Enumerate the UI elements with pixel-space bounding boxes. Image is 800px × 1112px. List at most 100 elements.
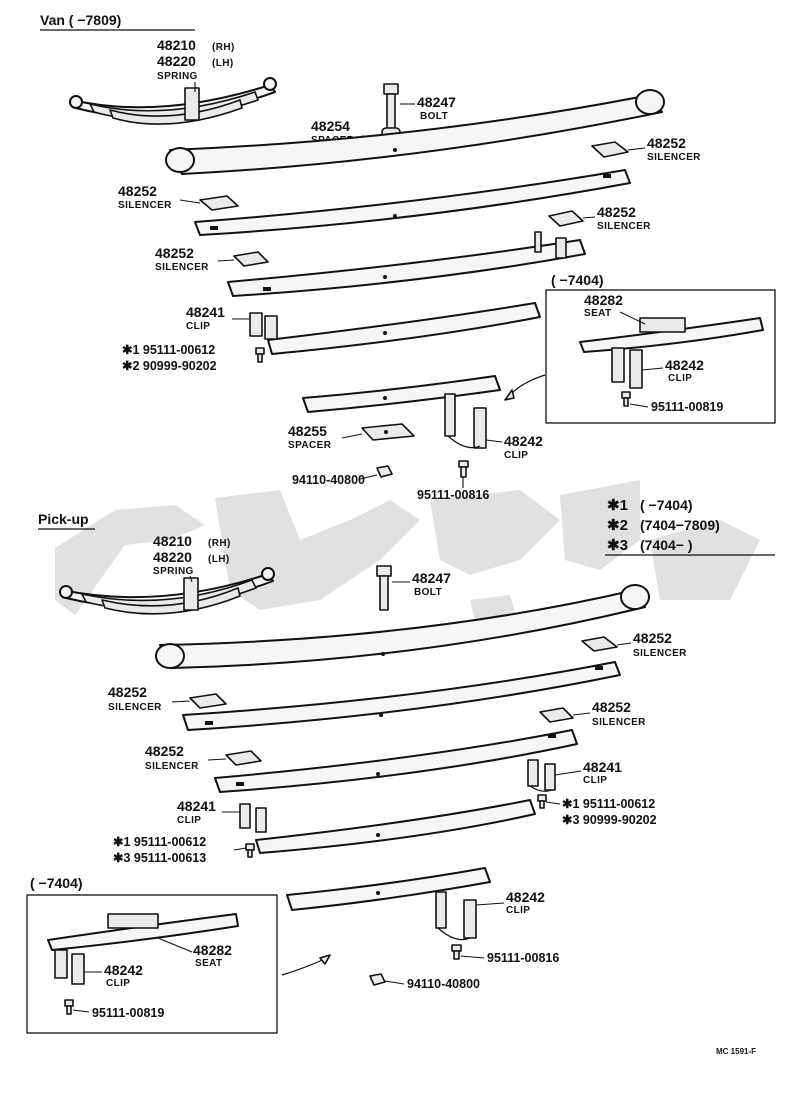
van-leaf-2	[194, 169, 631, 236]
pickup-inset-arrow	[281, 957, 328, 976]
pickup-clip-r-name: CLIP	[583, 775, 607, 786]
van-bolt3-pn: 95111-00816	[417, 488, 489, 502]
legend-range-3: (7404− )	[640, 537, 693, 553]
pickup-clip2-name: CLIP	[506, 905, 530, 916]
pickup-bolt-pn: 48247	[412, 570, 451, 586]
pickup-spring-lh: (LH)	[208, 554, 230, 565]
van-silencer-4	[233, 251, 269, 267]
pickup-leaf-5	[286, 867, 491, 941]
pickup-leaf-4	[255, 799, 536, 854]
van-bolt-1-illustration	[255, 347, 265, 363]
legend: ✱1 ( −7404) ✱2 (7404−7809) ✱3 (7404− )	[605, 497, 775, 556]
pickup-inset-illustration	[47, 913, 239, 1015]
van-spacer-2-illustration	[361, 423, 415, 441]
pickup-inset-clip-pn: 48242	[104, 962, 143, 978]
van-sil4-name: SILENCER	[155, 262, 209, 273]
pickup-silencer-3	[539, 707, 574, 723]
van-bolt-pn: 48247	[417, 94, 456, 110]
pickup-bolt-l3-ref: ✱3 95111-00613	[113, 851, 206, 865]
van-sil2-name: SILENCER	[118, 200, 172, 211]
legend-mark-2: ✱2	[607, 517, 628, 534]
pickup-inset-seat-name: SEAT	[195, 958, 223, 969]
van-inset-clip-name: CLIP	[668, 373, 692, 384]
pickup-sil1-name: SILENCER	[633, 648, 687, 659]
pickup-bolt-3-illustration	[451, 944, 462, 960]
pickup-bolt-r3-ref: ✱3 90999-90202	[562, 813, 657, 827]
van-spring-lh: (LH)	[212, 58, 234, 69]
pickup-spring-pn-rh: 48210	[153, 533, 192, 549]
pickup-bolt-name: BOLT	[414, 587, 442, 598]
legend-mark-1: ✱1	[607, 497, 628, 514]
van-spacer-pn: 48254	[311, 118, 350, 134]
van-sil2-pn: 48252	[118, 183, 157, 199]
van-spring-pn-rh: 48210	[157, 37, 196, 53]
pickup-header: Pick-up	[38, 511, 89, 527]
pickup-spring-name: SPRING	[153, 566, 194, 577]
van-bolt-3-illustration	[458, 460, 469, 478]
pickup-sil1-pn: 48252	[633, 630, 672, 646]
van-sil1-name: SILENCER	[647, 152, 701, 163]
legend-range-2: (7404−7809)	[640, 517, 720, 533]
van-bolt2-ref: ✱2 90999-90202	[122, 359, 217, 373]
pickup-clip-right-illustration	[527, 759, 556, 809]
pickup-clip-r-pn: 48241	[583, 759, 622, 775]
pickup-sil2-name: SILENCER	[108, 702, 162, 713]
van-spring-rh: (RH)	[212, 42, 235, 53]
van-spring-name: SPRING	[157, 71, 198, 82]
van-spacer2-pn: 48255	[288, 423, 327, 439]
van-clip1-name: CLIP	[186, 321, 210, 332]
van-inset-illustration	[579, 317, 764, 407]
pickup-bolt-l1-ref: ✱1 95111-00612	[113, 835, 206, 849]
van-silencer-3	[548, 210, 584, 227]
legend-mark-3: ✱3	[607, 537, 628, 554]
pickup-spring-assembly-illustration	[59, 567, 275, 615]
pickup-sil3-name: SILENCER	[592, 717, 646, 728]
van-clip1-pn: 48241	[186, 304, 225, 320]
van-spacer2-name: SPACER	[288, 440, 332, 451]
van-section: Van ( −7809) 48210 (RH) 48220 (LH) SPRIN…	[40, 12, 776, 502]
van-inset-seat-pn: 48282	[584, 292, 623, 308]
pickup-sil2-pn: 48252	[108, 684, 147, 700]
pickup-leaf-2	[182, 661, 621, 731]
van-bolt1-ref: ✱1 95111-00612	[122, 343, 215, 357]
van-leaf-1	[165, 89, 665, 175]
pickup-spring-pn-lh: 48220	[153, 549, 192, 565]
pickup-bolt-r1-ref: ✱1 95111-00612	[562, 797, 655, 811]
pickup-inset-box	[26, 894, 278, 1034]
pickup-center-bolt-illustration	[376, 565, 392, 611]
van-inset-clip-pn: 48242	[665, 357, 704, 373]
figure-code: MC 1591-F	[716, 1047, 756, 1056]
pickup-bolt3-pn: 95111-00816	[487, 951, 559, 965]
van-leaf-4	[249, 302, 541, 355]
van-inset-bolt-pn: 95111-00819	[651, 400, 723, 414]
pickup-inset-bolt-pn: 95111-00819	[92, 1006, 164, 1020]
van-leaf-3	[227, 231, 586, 297]
pickup-clip-left-illustration	[239, 803, 267, 858]
van-nut-pn: 94110-40800	[292, 473, 365, 487]
van-sil1-pn: 48252	[647, 135, 686, 151]
van-nut-illustration	[376, 465, 393, 478]
van-clip2-pn: 48242	[504, 433, 543, 449]
van-clip2-name: CLIP	[504, 450, 528, 461]
van-sil3-name: SILENCER	[597, 221, 651, 232]
pickup-spring-rh: (RH)	[208, 538, 231, 549]
pickup-clip-l-pn: 48241	[177, 798, 216, 814]
pickup-silencer-2	[189, 693, 227, 709]
van-leaf-5	[302, 375, 501, 449]
van-spring-pn-lh: 48220	[157, 53, 196, 69]
pickup-nut-illustration	[369, 973, 386, 986]
pickup-section: Pick-up 48210 (RH) 48220 (LH) SPRING 482…	[26, 511, 687, 1034]
van-inset-header: ( −7404)	[551, 272, 604, 288]
pickup-sil4-name: SILENCER	[145, 761, 199, 772]
van-sil4-pn: 48252	[155, 245, 194, 261]
van-silencer-2	[199, 195, 239, 211]
pickup-silencer-4	[225, 750, 262, 766]
pickup-silencer-1	[581, 636, 618, 652]
pickup-sil4-pn: 48252	[145, 743, 184, 759]
pickup-inset-clip-name: CLIP	[106, 978, 130, 989]
van-inset-seat-name: SEAT	[584, 308, 612, 319]
pickup-clip2-pn: 48242	[506, 889, 545, 905]
legend-range-1: ( −7404)	[640, 497, 693, 513]
pickup-inset-seat-pn: 48282	[193, 942, 232, 958]
